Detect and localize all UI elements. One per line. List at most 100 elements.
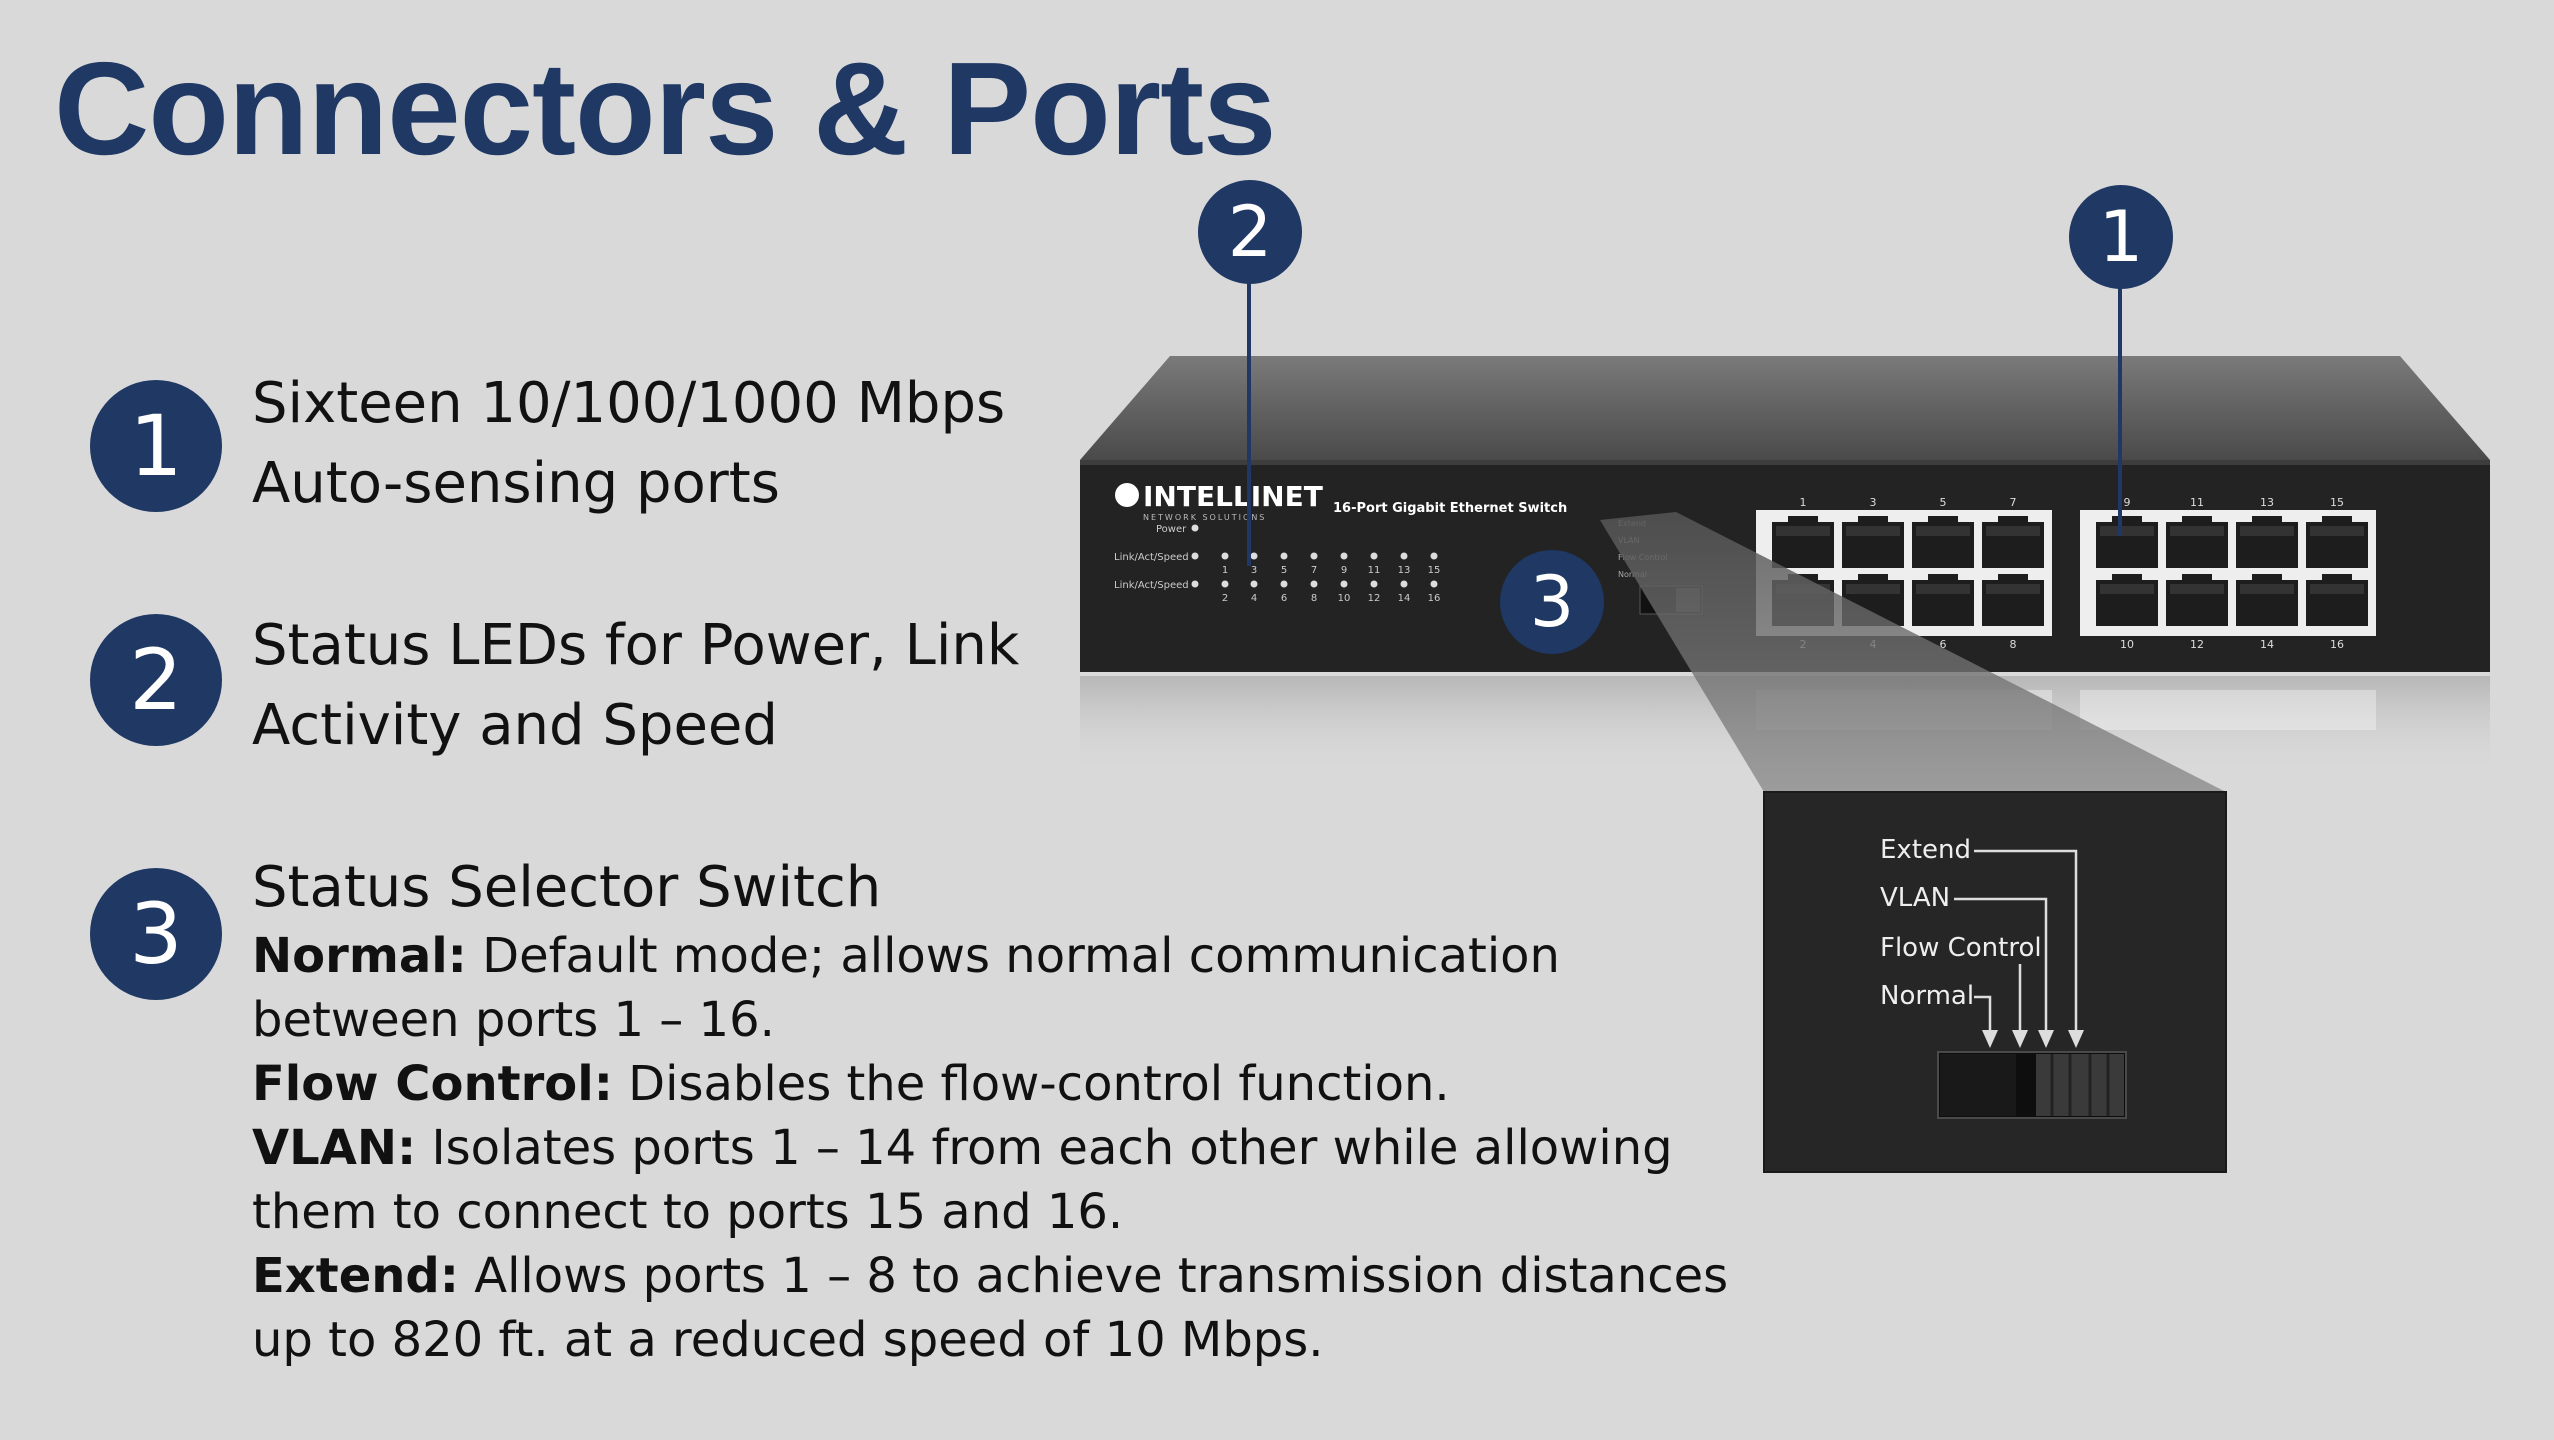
zoom-beam (1600, 512, 2226, 792)
model-label: 16-Port Gigabit Ethernet Switch (1333, 501, 1567, 516)
led-top (1250, 552, 1258, 560)
led-number-top: 13 (1398, 565, 1411, 576)
mode-text: Isolates ports 1 – 14 from each other wh… (416, 1120, 1673, 1176)
led-number-bottom: 16 (1428, 593, 1441, 604)
feature-2-badge: 2 (90, 614, 222, 746)
led-number-top: 3 (1251, 565, 1257, 576)
led-row-label-bottom: Link/Act/Speed (1114, 580, 1189, 591)
mode-term: Flow Control: (252, 1056, 613, 1112)
rj45-port (1982, 516, 2044, 568)
port-number-top: 7 (2010, 496, 2017, 509)
feature-2-line2: Activity and Speed (252, 693, 778, 758)
led-top (1280, 552, 1288, 560)
rj45-port (1912, 574, 1974, 626)
led-number-top: 7 (1311, 565, 1317, 576)
port-number-bottom: 12 (2190, 638, 2204, 651)
callout-2-badge: 2 (1198, 180, 1302, 284)
led-bottom (1221, 580, 1229, 588)
led-bottom (1310, 580, 1318, 588)
brand-logo: INTELLINET (1143, 480, 1323, 513)
port-number-bottom: 10 (2120, 638, 2134, 651)
page-title: Connectors & Ports (54, 35, 1276, 182)
zoom-label-flow-control: Flow Control (1880, 933, 2042, 963)
power-led (1191, 524, 1199, 532)
led-bottom (1250, 580, 1258, 588)
led-number-top: 15 (1428, 565, 1441, 576)
led-number-bottom: 4 (1251, 593, 1257, 604)
led-number-top: 9 (1341, 565, 1347, 576)
port-number-bottom: 8 (2010, 638, 2017, 651)
zoom-label-extend: Extend (1880, 835, 1971, 865)
feature-3-title: Status Selector Switch (252, 855, 882, 920)
zoom-leader-lines (1954, 849, 2078, 1030)
port-number-bottom: 6 (1940, 638, 1947, 651)
led-number-bottom: 8 (1311, 593, 1317, 604)
led-number-top: 1 (1222, 565, 1228, 576)
feature-1-line1: Sixteen 10/100/1000 Mbps (252, 371, 1006, 436)
zoom-arrowheads (1982, 1030, 2084, 1048)
mode-normal: Normal: Default mode; allows normal comm… (252, 924, 1728, 988)
callout-2-line (1247, 270, 1251, 566)
led-top (1310, 552, 1318, 560)
feature-1-line2: Auto-sensing ports (252, 451, 780, 516)
mode-vlan: VLAN: Isolates ports 1 – 14 from each ot… (252, 1116, 1728, 1180)
port-number-top: 9 (2124, 496, 2131, 509)
rj45-port (1982, 574, 2044, 626)
mode-term: Extend: (252, 1248, 459, 1304)
port-number-bottom: 14 (2260, 638, 2274, 651)
port-number-top: 1 (1800, 496, 1807, 509)
rj45-port (1912, 516, 1974, 568)
led-number-bottom: 2 (1222, 593, 1228, 604)
rj45-port (2166, 516, 2228, 568)
rj45-port (2236, 516, 2298, 568)
led-bottom (1430, 580, 1438, 588)
zoom-label-vlan: VLAN (1880, 883, 1950, 913)
rj45-port (2166, 574, 2228, 626)
mode-extend: Extend: Allows ports 1 – 8 to achieve tr… (252, 1244, 1728, 1308)
port-number-bottom: 16 (2330, 638, 2344, 651)
mode-term: VLAN: (252, 1120, 417, 1176)
rj45-port (1842, 516, 1904, 568)
led-number-bottom: 12 (1368, 593, 1381, 604)
mode-text: Default mode; allows normal communicatio… (466, 928, 1560, 984)
mode-extend-cont: up to 820 ft. at a reduced speed of 10 M… (252, 1312, 1324, 1368)
led-bottom (1370, 580, 1378, 588)
mode-text: Allows ports 1 – 8 to achieve transmissi… (458, 1248, 1729, 1304)
rj45-port (2306, 574, 2368, 626)
switch-top-surface (1080, 356, 2490, 460)
led-top (1221, 552, 1229, 560)
led-bottom (1340, 580, 1348, 588)
callout-3-badge: 3 (1500, 550, 1604, 654)
led-top (1400, 552, 1408, 560)
feature-3-badge: 3 (90, 868, 222, 1000)
led-top (1430, 552, 1438, 560)
mode-normal-cont: between ports 1 – 16. (252, 992, 775, 1048)
led-top (1370, 552, 1378, 560)
port-number-top: 11 (2190, 496, 2204, 509)
power-label: Power (1156, 524, 1187, 535)
led-bottom (1280, 580, 1288, 588)
led-top (1340, 552, 1348, 560)
mode-descriptions: Normal: Default mode; allows normal comm… (252, 924, 1728, 1372)
brand-subtitle: NETWORK SOLUTIONS (1143, 513, 1266, 522)
led-number-bottom: 10 (1338, 593, 1351, 604)
mode-vlan-cont: them to connect to ports 15 and 16. (252, 1184, 1124, 1240)
mode-flow-control: Flow Control: Disables the flow-control … (252, 1052, 1728, 1116)
led-number-top: 11 (1368, 565, 1381, 576)
rj45-port (1772, 516, 1834, 568)
port-number-top: 13 (2260, 496, 2274, 509)
port-number-top: 5 (1940, 496, 1947, 509)
mini-switch-label: Normal (1618, 570, 1647, 579)
port-number-top: 3 (1870, 496, 1877, 509)
mode-term: Normal: (252, 928, 467, 984)
rj45-port (2096, 516, 2158, 568)
led-number-top: 5 (1281, 565, 1287, 576)
zoom-label-normal: Normal (1880, 981, 1974, 1011)
rj45-port (2306, 516, 2368, 568)
rj45-port (2236, 574, 2298, 626)
callout-1-line (2118, 270, 2122, 536)
callout-1-badge: 1 (2069, 185, 2173, 289)
